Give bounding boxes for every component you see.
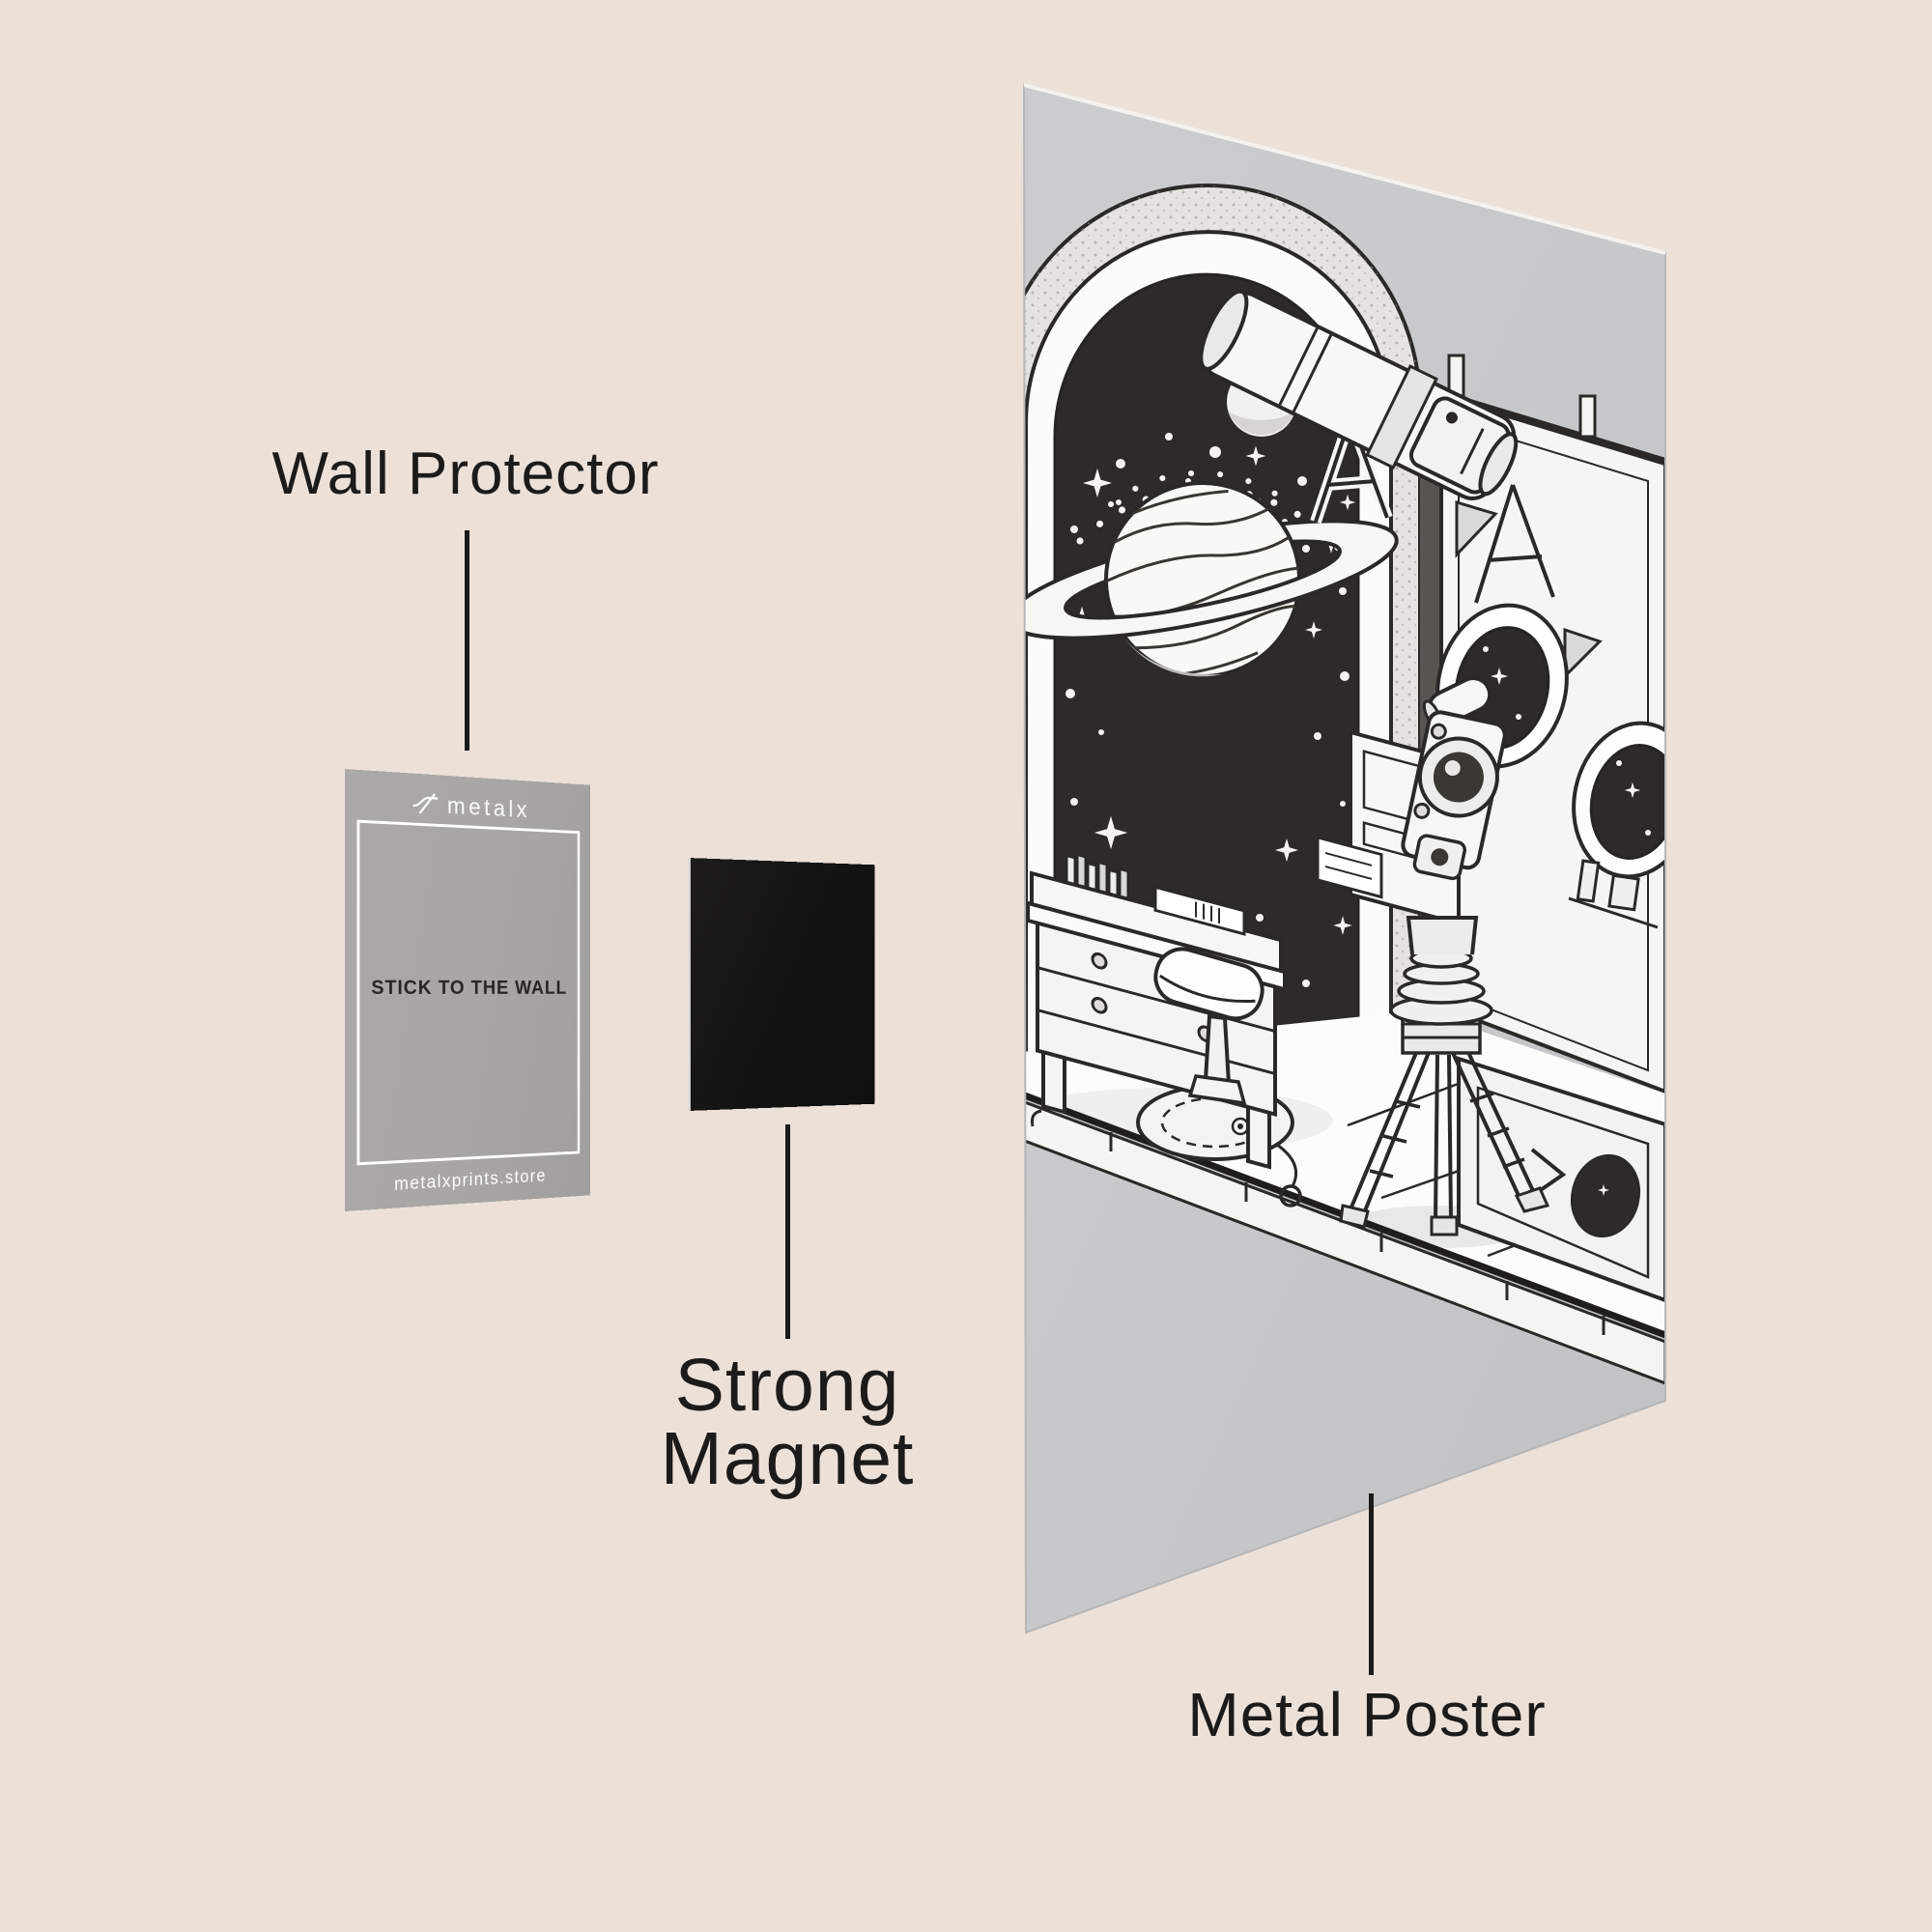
strong-magnet-square	[688, 858, 875, 1111]
mounted-telescope-cylinder	[1199, 289, 1559, 605]
stick-to-wall-text: STICK TO THE WALL	[371, 977, 568, 999]
strong-magnet-leader-line	[785, 1124, 790, 1339]
stool	[1153, 947, 1264, 1106]
metal-poster-leader-line	[1369, 1493, 1374, 1675]
tripod-telescope	[1339, 676, 1550, 1236]
porthole-wall	[1435, 354, 1665, 1094]
strong-magnet-label-line2: Magnet	[660, 1417, 915, 1500]
poster-top-edge-highlight	[1023, 83, 1666, 255]
metalx-logo-icon	[412, 790, 438, 823]
metal-poster-label: Metal Poster	[1187, 1680, 1547, 1749]
brand-logo-text: metalx	[446, 792, 530, 824]
wall-protector-leader-line	[465, 530, 469, 751]
star-field	[1065, 433, 1356, 1026]
saturn-planet	[1024, 481, 1399, 679]
wall-protector-card: metalx STICK TO THE WALL metalxprints.st…	[345, 769, 591, 1211]
wall-protector-label: Wall Protector	[271, 440, 660, 507]
strong-magnet-label-line1: Strong	[674, 1344, 900, 1427]
lower-cabinet	[1457, 1056, 1665, 1303]
website-text: metalxprints.store	[394, 1166, 547, 1195]
